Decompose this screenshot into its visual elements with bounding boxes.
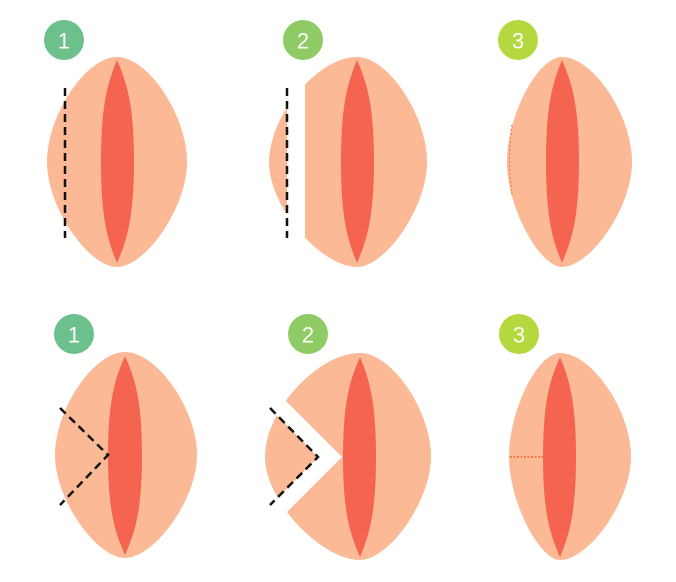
step-number: 1 [68,323,80,348]
inner-tissue [546,60,579,263]
step-number: 3 [512,29,524,54]
wedge-gap [258,396,342,518]
step-badge-3 [499,314,539,354]
trim-step-2: 2 [269,20,427,267]
step-badge-2 [283,20,323,60]
trim-step-3: 3 [498,20,632,267]
step-number: 1 [58,29,70,54]
wedge-step-2: 2 [258,314,431,560]
step-badge-3 [498,20,538,60]
inner-tissue [543,357,576,557]
trim-step-1: 1 [44,20,187,267]
inner-tissue [101,60,134,263]
wedge-step-3: 3 [499,314,631,560]
step-badge-1 [54,314,94,354]
step-number: 2 [297,29,309,54]
step-badge-1 [44,20,84,60]
inner-tissue [343,357,376,557]
inner-tissue [341,60,374,263]
inner-tissue [108,356,142,555]
wedge-step-1: 1 [54,314,197,558]
excised-tissue [269,107,287,215]
step-badge-2 [288,314,328,354]
step-number: 3 [513,323,525,348]
wedge-cut-line [59,407,110,506]
step-number: 2 [302,323,314,348]
wedge-cut-line [269,407,320,506]
